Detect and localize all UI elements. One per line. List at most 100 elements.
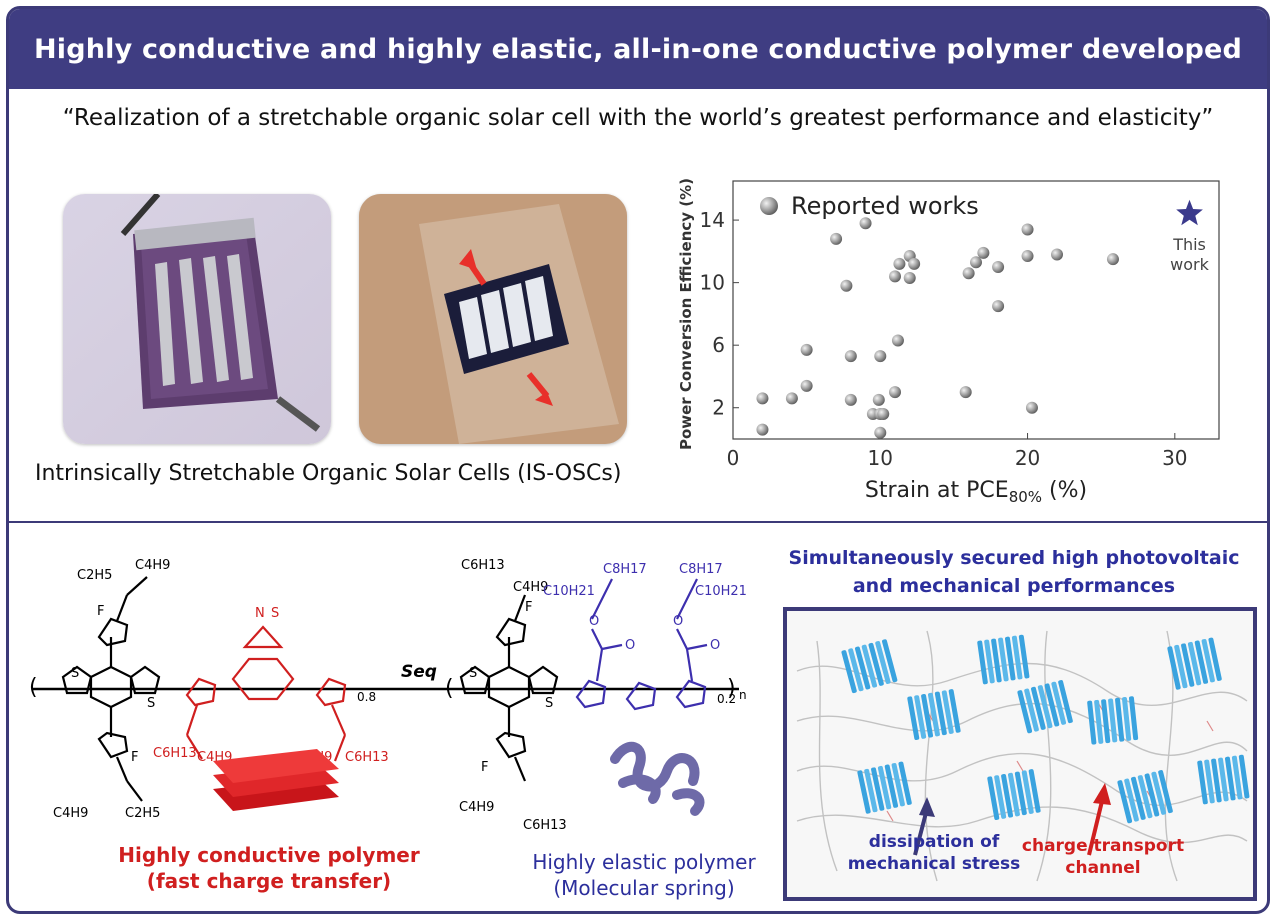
subscript-n: n <box>739 688 747 702</box>
dissipation-label: dissipation of mechanical stress <box>847 832 1021 875</box>
data-point <box>756 392 769 405</box>
legend-marker <box>760 197 778 215</box>
data-point <box>800 379 813 392</box>
atom-o-1: O <box>589 614 599 629</box>
chain-c2h5-bottom: C2H5 <box>125 806 160 821</box>
crystal-lamella <box>841 639 898 694</box>
data-point <box>877 407 890 420</box>
chain-c4h9-top: C4H9 <box>135 558 170 573</box>
data-point <box>1021 223 1034 236</box>
crystal-lamella <box>1167 637 1222 690</box>
data-point <box>844 350 857 363</box>
crystal-lamella <box>1087 696 1139 745</box>
atom-n-1: N <box>255 606 265 621</box>
chain-c6h13-bottom: C6H13 <box>523 818 567 833</box>
data-point <box>874 426 887 439</box>
chain-c10h21-1: C10H21 <box>543 584 595 599</box>
atom-f-4: F <box>481 760 488 775</box>
data-point <box>756 423 769 436</box>
x-tick-label: 10 <box>868 446 893 470</box>
y-tick-label: 14 <box>700 208 725 232</box>
data-point <box>1021 250 1034 263</box>
data-point <box>977 246 990 259</box>
bracket-left-1: ( <box>29 675 38 700</box>
data-point <box>962 267 975 280</box>
bracket-left-2: ( <box>445 676 454 701</box>
chain-c6h13-red-1: C6H13 <box>153 746 197 761</box>
data-point <box>893 257 906 270</box>
data-point <box>889 270 901 283</box>
x-tick-label: 20 <box>1015 446 1040 470</box>
x-tick-label: 0 <box>727 446 740 470</box>
charge-transport-label: charge transport channel <box>1021 836 1185 879</box>
data-point <box>959 386 972 399</box>
chain-c4h9-bottom-2: C4H9 <box>459 800 494 815</box>
infographic-frame: Highly conductive and highly elastic, al… <box>6 6 1270 914</box>
crystal-lamella <box>857 761 912 814</box>
crystal-lamella <box>1117 770 1173 824</box>
crystal-lamella <box>907 689 961 741</box>
stacked-slab-icon <box>213 749 339 811</box>
atom-f-3: F <box>525 600 532 615</box>
chain-c8h17-1: C8H17 <box>603 562 647 577</box>
morphology-box <box>783 607 1257 901</box>
chain-c2h5-top: C2H5 <box>77 568 112 583</box>
data-point <box>844 393 857 406</box>
y-tick-label: 10 <box>700 271 725 295</box>
atom-f-1: F <box>97 604 104 619</box>
chain-c10h21-2: C10H21 <box>695 584 747 599</box>
data-point <box>992 300 1005 313</box>
data-point <box>889 386 901 399</box>
crystal-lamella <box>1197 754 1250 805</box>
legend-label: Reported works <box>791 192 979 220</box>
atom-s-2: S <box>147 696 155 711</box>
seq-label: Seq <box>401 662 437 682</box>
atom-s-4: S <box>545 696 553 711</box>
plot-frame <box>732 180 1220 440</box>
this-work-star <box>1176 199 1203 226</box>
photo-device-on-skin <box>359 194 627 444</box>
data-point <box>1051 248 1063 261</box>
banner-title: Highly conductive and highly elastic, al… <box>9 9 1267 89</box>
conductive-polymer-label: Highly conductive polymer (fast charge t… <box>118 843 420 893</box>
atom-s-1: S <box>71 666 79 681</box>
polymer-structure: ( S S F F C2H5 C4H9 C4H9 C2H5 <box>29 558 747 833</box>
photos-caption: Intrinsically Stretchable Organic Solar … <box>35 461 622 486</box>
data-point <box>891 334 904 347</box>
this-work-label-1: This <box>1172 235 1206 254</box>
y-tick-label: 6 <box>712 333 725 357</box>
atom-s-3: S <box>469 666 477 681</box>
chain-c6h13-top: C6H13 <box>461 558 505 573</box>
atom-f-2: F <box>131 750 138 765</box>
data-point <box>908 257 921 270</box>
data-point <box>859 217 872 230</box>
y-axis-label: Power Conversion Efficiency (%) <box>677 178 695 450</box>
data-point <box>840 279 853 292</box>
data-point <box>992 261 1005 273</box>
chain-c8h17-2: C8H17 <box>679 562 723 577</box>
chain-c4h9-bottom: C4H9 <box>53 806 88 821</box>
atom-s-red: S <box>271 606 279 621</box>
data-point <box>1025 401 1038 414</box>
data-point <box>874 350 887 363</box>
atom-o-2: O <box>625 638 635 653</box>
photo-stretched-device <box>63 194 331 444</box>
morphology-illustration <box>787 611 1253 897</box>
data-point <box>1106 253 1119 266</box>
data-point <box>830 232 843 245</box>
atom-o-3: O <box>673 614 683 629</box>
chain-c4h9-top-2: C4H9 <box>513 580 548 595</box>
crystal-lamella <box>987 769 1041 821</box>
subscript-08: 0.8 <box>357 690 376 704</box>
section-divider <box>9 521 1267 523</box>
data-point <box>872 393 885 406</box>
data-point <box>903 271 916 284</box>
x-tick-label: 30 <box>1162 446 1187 470</box>
subscript-02: 0.2 <box>717 692 736 706</box>
right-title: Simultaneously secured high photovoltaic… <box>788 547 1240 597</box>
bracket-right: ) <box>727 676 736 701</box>
elastic-polymer-label: Highly elastic polymer (Molecular spring… <box>532 850 756 900</box>
this-work-label-2: work <box>1170 255 1209 274</box>
